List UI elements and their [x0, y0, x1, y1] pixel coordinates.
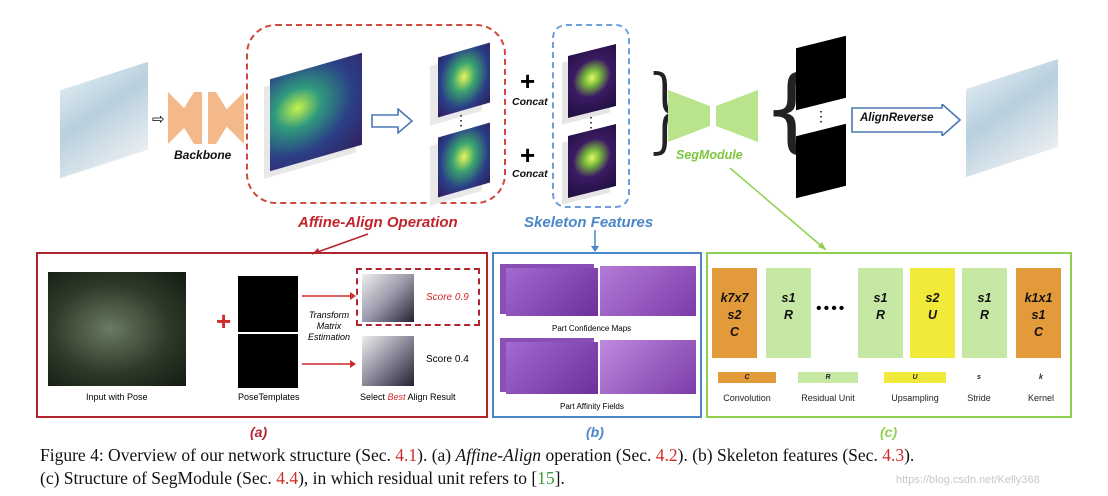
alignreverse-arrow [851, 104, 962, 136]
legend-key-s: s [977, 374, 981, 381]
legend-text-u: Upsampling [891, 393, 939, 403]
caption-ref-2[interactable]: 4.2 [655, 445, 678, 465]
skeleton-features-box [552, 24, 630, 208]
panel-b [492, 252, 702, 418]
select-best: Best [387, 392, 406, 402]
score-low: Score 0.4 [426, 354, 469, 365]
unit-5-l1: k1x1 [1024, 291, 1053, 305]
arrow-right-icon: ⇨ [152, 111, 165, 128]
units-ellipsis: •••• [816, 300, 847, 317]
dots-top: ⋮ [454, 112, 468, 128]
caption-p6: (c) Structure of SegModule (Sec. [40, 468, 277, 488]
legend-text-s: Stride [967, 393, 991, 403]
concat-label-1: Concat [512, 96, 548, 108]
caption-line-2: (c) Structure of SegModule (Sec. 4.4), i… [40, 467, 1100, 490]
dots-mask: ⋮ [814, 108, 828, 124]
unit-2-l2: R [875, 308, 886, 322]
caption-i1: Affine-Align [455, 445, 542, 465]
connector-lines [311, 167, 827, 255]
alignreverse-label: AlignReverse [860, 112, 934, 124]
caption-line-1: Figure 4: Overview of our network struct… [40, 444, 1100, 467]
affine-align-box [246, 24, 506, 204]
unit-conv-last: k1x1 s1 C [1016, 268, 1061, 358]
unit-0-l2: s2 [727, 308, 742, 322]
caption-p3: operation (Sec. [541, 445, 656, 465]
watermark: https://blog.csdn.net/Kelly368 [896, 474, 1040, 486]
caption-p4: ). (b) Skeleton features (Sec. [677, 445, 883, 465]
caption-ref-5[interactable]: 15 [537, 468, 555, 488]
pose-templates-caption: PoseTemplates [238, 392, 300, 402]
panel-a [36, 252, 488, 418]
hollow-arrow-icon [371, 108, 414, 134]
caption-ref-4[interactable]: 4.4 [276, 468, 299, 488]
caption-p7: ), in which residual unit refers to [ [298, 468, 538, 488]
unit-0-l1: k7x7 [720, 291, 749, 305]
unit-4-l2: R [979, 308, 990, 322]
unit-1-l1: s1 [781, 291, 796, 305]
select-best-caption: Select Best Align Result [360, 392, 456, 402]
input-pose-caption: Input with Pose [86, 392, 148, 402]
plus-1: + [520, 66, 536, 96]
segmodule-shape [668, 90, 758, 142]
unit-2-l1: s1 [873, 291, 888, 305]
backbone-shape [168, 92, 244, 144]
skeleton-features-title: Skeleton Features [524, 214, 654, 231]
unit-residual-3: s1 R [962, 268, 1007, 358]
aligned-result-1 [362, 274, 414, 322]
caption-p1: Figure 4: Overview of our network struct… [40, 445, 396, 465]
unit-residual-1: s1 R [766, 268, 811, 358]
caption-p8: ]. [554, 468, 565, 488]
plus-red: + [216, 306, 232, 336]
backbone-label: Backbone [174, 148, 232, 162]
legend-text-c: Convolution [723, 393, 771, 403]
pose-template-1 [238, 276, 298, 332]
select-suffix: Align Result [405, 392, 456, 402]
red-arrows [302, 292, 356, 368]
legend-key-r: R [798, 372, 858, 383]
affinity-map [600, 340, 696, 394]
caption-ref-1[interactable]: 4.1 [395, 445, 418, 465]
legend-key-c: C [718, 372, 776, 383]
affinity-caption: Part Affinity Fields [560, 402, 624, 411]
affine-align-title: Affine-Align Operation [298, 214, 458, 231]
unit-conv-first: k7x7 s2 C [712, 268, 757, 358]
caption-p2: ). (a) [417, 445, 456, 465]
best-align-box [356, 268, 480, 326]
unit-1-l2: R [783, 308, 794, 322]
unit-4-l1: s1 [977, 291, 992, 305]
unit-upsample: s2 U [910, 268, 955, 358]
concat-label-2: Concat [512, 168, 548, 180]
dots-skel: ⋮ [584, 114, 598, 130]
unit-5-l3: C [1033, 325, 1044, 339]
legend-key-u: U [884, 372, 946, 383]
pose-template-2 [238, 334, 298, 388]
unit-3-l1: s2 [925, 291, 940, 305]
panel-a-label: (a) [250, 424, 268, 440]
input-pose-image [48, 272, 186, 386]
transform-text: Transform Matrix Estimation [307, 310, 351, 342]
confidence-map [600, 266, 696, 316]
unit-residual-2: s1 R [858, 268, 903, 358]
caption-p5: ). [904, 445, 915, 465]
aligned-result-2 [362, 336, 414, 386]
segmodule-label: SegModule [676, 148, 743, 162]
panel-b-label: (b) [586, 424, 604, 440]
confidence-caption: Part Confidence Maps [552, 324, 632, 333]
unit-5-l2: s1 [1031, 308, 1046, 322]
caption-ref-3[interactable]: 4.3 [882, 445, 905, 465]
select-prefix: Select [360, 392, 388, 402]
legend-text-r: Residual Unit [801, 393, 855, 403]
score-high: Score 0.9 [426, 292, 469, 303]
panel-c-label: (c) [880, 424, 898, 440]
unit-3-l2: U [927, 308, 938, 322]
affinity-stack-front [506, 342, 598, 394]
unit-0-l3: C [729, 325, 740, 339]
panel-c [706, 252, 1072, 418]
figure-caption: Figure 4: Overview of our network struct… [40, 444, 1100, 490]
confidence-stack-front [506, 268, 598, 316]
legend-text-k: Kernel [1027, 393, 1054, 403]
plus-2: + [520, 140, 536, 170]
legend-key-k: k [1039, 374, 1043, 381]
